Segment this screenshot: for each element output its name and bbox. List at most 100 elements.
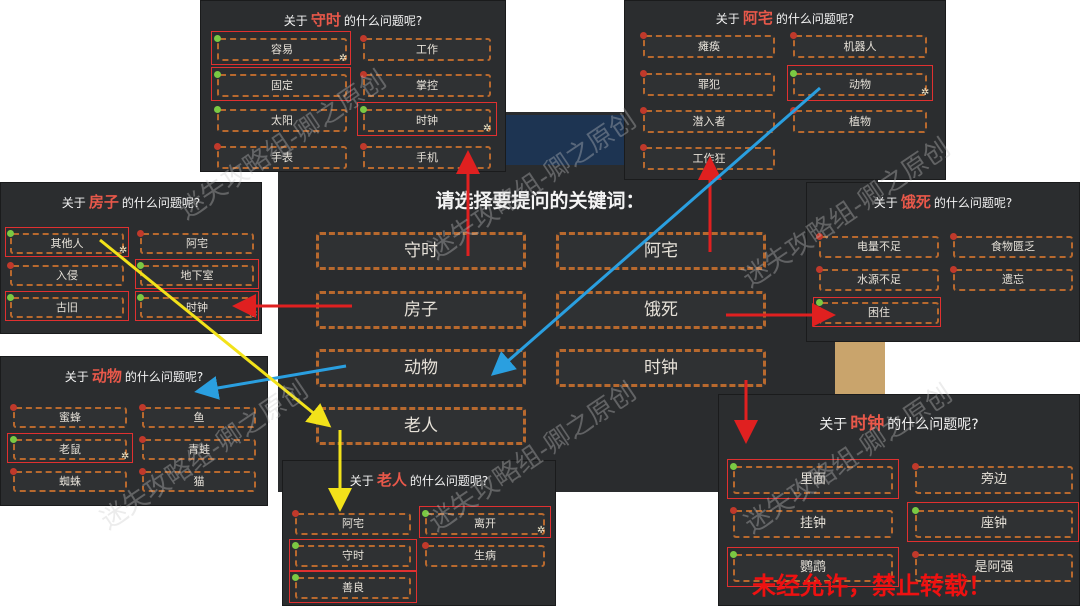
status-dot — [640, 32, 647, 39]
status-dot — [214, 106, 221, 113]
selection-frame — [727, 459, 899, 499]
option-button[interactable]: 善良 — [292, 574, 411, 599]
selection-frame — [289, 571, 417, 603]
selection-frame — [135, 259, 259, 289]
option-button[interactable]: 地下室 — [137, 262, 254, 286]
desk-edge — [835, 340, 885, 400]
status-dot — [214, 71, 221, 78]
option-button[interactable]: 遗忘 — [950, 266, 1073, 291]
option-button[interactable]: 瘫痪 — [640, 32, 775, 58]
status-dot — [730, 463, 737, 470]
keyword-shoushi[interactable]: 守时 — [316, 232, 526, 270]
option-button[interactable]: 座钟 — [912, 507, 1073, 538]
panel-keyword: 阿宅 — [742, 9, 773, 27]
cursor-icon: ✲ — [121, 451, 130, 462]
status-dot — [422, 542, 429, 549]
option-button[interactable]: 其他人 — [7, 230, 124, 254]
status-dot — [214, 143, 221, 150]
option-button[interactable]: 青蛙 — [139, 436, 256, 460]
option-button[interactable]: 蜘蛛 — [10, 468, 127, 492]
option-button[interactable]: 水源不足 — [816, 266, 939, 291]
keyword-fangzi[interactable]: 房子 — [316, 291, 526, 329]
option-button[interactable]: 是阿强 — [912, 551, 1073, 582]
option-button[interactable]: 阿宅 — [292, 510, 411, 535]
option-button[interactable]: 太阳 — [214, 106, 347, 132]
selection-frame — [7, 433, 133, 463]
option-button[interactable]: 电量不足 — [816, 233, 939, 258]
status-dot — [10, 404, 17, 411]
status-dot — [640, 144, 647, 151]
status-dot — [139, 436, 146, 443]
panel-title: 关于饿死的什么问题呢? — [873, 193, 1013, 211]
option-button[interactable]: 鱼 — [139, 404, 256, 428]
option-button[interactable]: 动物 — [790, 70, 927, 96]
option-button[interactable]: 手表 — [214, 143, 347, 169]
status-dot — [912, 507, 919, 514]
option-button[interactable]: 鹦鹉 — [730, 551, 893, 582]
option-button[interactable]: 猫 — [139, 468, 256, 492]
status-dot — [137, 262, 144, 269]
option-button[interactable]: 罪犯 — [640, 70, 775, 96]
option-button[interactable]: 容易 — [214, 35, 347, 61]
keyword-shizhong[interactable]: 时钟 — [556, 349, 766, 387]
status-dot — [950, 233, 957, 240]
status-dot — [730, 551, 737, 558]
option-button[interactable]: 老鼠 — [10, 436, 127, 460]
panel-title: 关于时钟的什么问题呢? — [819, 414, 979, 434]
option-button[interactable]: 生病 — [422, 542, 545, 567]
option-button[interactable]: 旁边 — [912, 463, 1073, 494]
panel-dongwu: 关于动物的什么问题呢? 蜜蜂 鱼 老鼠 ✲ 青蛙 蜘蛛 猫 — [0, 356, 268, 506]
option-button[interactable]: 里面 — [730, 463, 893, 494]
option-button[interactable]: 守时 — [292, 542, 411, 567]
option-button[interactable]: 时钟 — [360, 106, 491, 132]
selection-frame — [419, 506, 551, 538]
status-dot — [10, 436, 17, 443]
option-button[interactable]: 挂钟 — [730, 507, 893, 538]
keyword-azhai[interactable]: 阿宅 — [556, 232, 766, 270]
selection-frame — [727, 547, 899, 587]
selection-frame — [211, 67, 351, 101]
keyword-laoren[interactable]: 老人 — [316, 407, 526, 445]
option-button[interactable]: 蜜蜂 — [10, 404, 127, 428]
selection-frame — [5, 227, 129, 257]
status-dot — [139, 468, 146, 475]
status-dot — [816, 233, 823, 240]
status-dot — [7, 262, 14, 269]
status-dot — [7, 294, 14, 301]
option-button[interactable]: 食物匮乏 — [950, 233, 1073, 258]
status-dot — [422, 510, 429, 517]
panel-keyword: 动物 — [91, 367, 122, 385]
panel-keyword: 饿死 — [900, 193, 931, 211]
status-dot — [360, 106, 367, 113]
status-dot — [137, 230, 144, 237]
panel-azhai: 关于阿宅的什么问题呢? 瘫痪 机器人 罪犯 动物 ✲ 潜入者 植物 工作狂 — [624, 0, 946, 180]
option-button[interactable]: 固定 — [214, 71, 347, 97]
selection-frame — [5, 291, 129, 321]
status-dot — [816, 266, 823, 273]
panel-keyword: 老人 — [376, 471, 407, 489]
panel-keyword: 房子 — [88, 193, 119, 211]
keyword-esi[interactable]: 饿死 — [556, 291, 766, 329]
option-button[interactable]: 工作 — [360, 35, 491, 61]
main-prompt: 请选择要提问的关键词： — [435, 190, 645, 212]
option-button[interactable]: 古旧 — [7, 294, 124, 318]
status-dot — [790, 70, 797, 77]
selection-frame — [289, 539, 417, 571]
option-button[interactable]: 掌控 — [360, 71, 491, 97]
cursor-icon: ✲ — [921, 87, 930, 98]
option-button[interactable]: 困住 — [816, 299, 939, 324]
panel-esi: 关于饿死的什么问题呢? 电量不足 食物匮乏 水源不足 遗忘 困住 — [806, 182, 1080, 342]
option-button[interactable]: 机器人 — [790, 32, 927, 58]
status-dot — [10, 468, 17, 475]
option-button[interactable]: 入侵 — [7, 262, 124, 286]
status-dot — [950, 266, 957, 273]
panel-laoren: 关于老人的什么问题呢? 阿宅 离开 ✲ 守时 生病 善良 — [282, 460, 556, 606]
status-dot — [7, 230, 14, 237]
copyright-notice: 未经允许，禁止转载！ — [752, 572, 992, 600]
option-button[interactable]: 阿宅 — [137, 230, 254, 254]
panel-title: 关于阿宅的什么问题呢? — [715, 9, 855, 27]
option-button[interactable]: 潜入者 — [640, 107, 775, 133]
option-button[interactable]: 离开 — [422, 510, 545, 535]
status-dot — [360, 35, 367, 42]
